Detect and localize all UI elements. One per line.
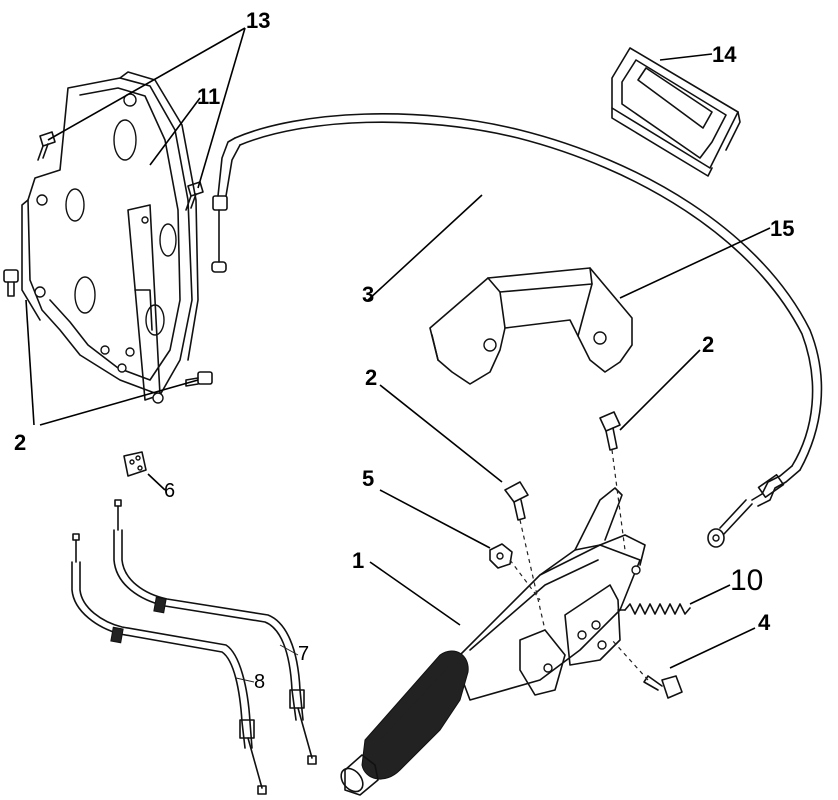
assembly-line-bolt-left — [519, 519, 546, 631]
assembly-line-bolt-right — [611, 449, 626, 551]
part-3-brake-cable — [211, 113, 823, 548]
callout-11: 11 — [197, 84, 220, 109]
part-11-mounting-bracket — [21, 71, 199, 404]
callout-2-lever-left: 2 — [365, 365, 377, 390]
part-6-small-plate — [123, 451, 147, 477]
callout-1: 1 — [352, 548, 364, 573]
part-7-cable — [113, 499, 317, 765]
callout-5: 5 — [362, 466, 374, 491]
leader-lines — [25, 27, 771, 683]
part-13-bolt-right — [185, 181, 204, 211]
part-1-hand-brake-lever — [340, 487, 646, 796]
part-13-bolt-left — [37, 131, 56, 161]
part-8-cable — [71, 533, 267, 795]
callout-14: 14 — [712, 42, 737, 67]
assembly-line-bolt-4 — [611, 639, 649, 681]
part-2-bolt-bracket-right — [185, 371, 213, 387]
part-10-spring — [617, 603, 691, 615]
callout-2-lever-right: 2 — [702, 332, 714, 357]
part-4-bolt — [643, 675, 683, 699]
assembly-line-nut — [509, 559, 541, 601]
callout-3: 3 — [362, 282, 374, 307]
callout-6: 6 — [164, 480, 175, 502]
callout-13: 13 — [246, 8, 270, 33]
part-2-bolt-lever-left — [504, 481, 529, 521]
callout-7: 7 — [298, 643, 309, 665]
callout-4: 4 — [758, 610, 771, 635]
part-14-bezel — [611, 47, 741, 177]
callout-15: 15 — [770, 216, 794, 241]
part-2-bolt-bracket-left — [3, 269, 19, 297]
callout-2-bracket: 2 — [14, 430, 26, 455]
part-2-bolt-lever-right — [599, 411, 621, 451]
part-5-nut — [489, 543, 513, 569]
callout-8: 8 — [254, 671, 265, 693]
part-15-cover-bracket — [429, 267, 633, 385]
callout-10: 10 — [730, 564, 763, 597]
